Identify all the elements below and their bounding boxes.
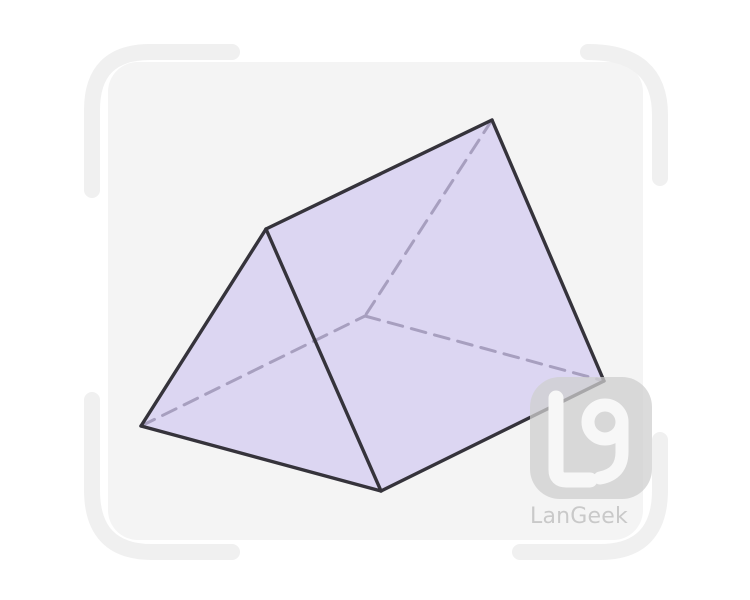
bracket-top-left — [84, 44, 240, 198]
prism-front-face — [141, 229, 381, 491]
bracket-bottom-right — [512, 432, 668, 560]
hidden-edge-back-base — [363, 314, 606, 383]
bracket-bottom-left — [84, 392, 240, 560]
hidden-edge-back-vertical — [363, 118, 494, 318]
edge-back-right — [490, 118, 606, 383]
edge-top-ridge — [264, 118, 494, 231]
prism-side-face — [266, 120, 604, 491]
hidden-edges — [139, 118, 606, 428]
hidden-edge-bottom-left — [139, 314, 367, 428]
frame-brackets — [84, 44, 668, 560]
edge-front-left — [139, 227, 268, 428]
edge-front-base — [139, 424, 383, 493]
watermark-brand-text: LanGeek — [530, 504, 628, 529]
langeek-logo-icon — [530, 377, 652, 499]
bracket-top-right — [580, 44, 668, 186]
edge-front-right — [264, 227, 383, 493]
